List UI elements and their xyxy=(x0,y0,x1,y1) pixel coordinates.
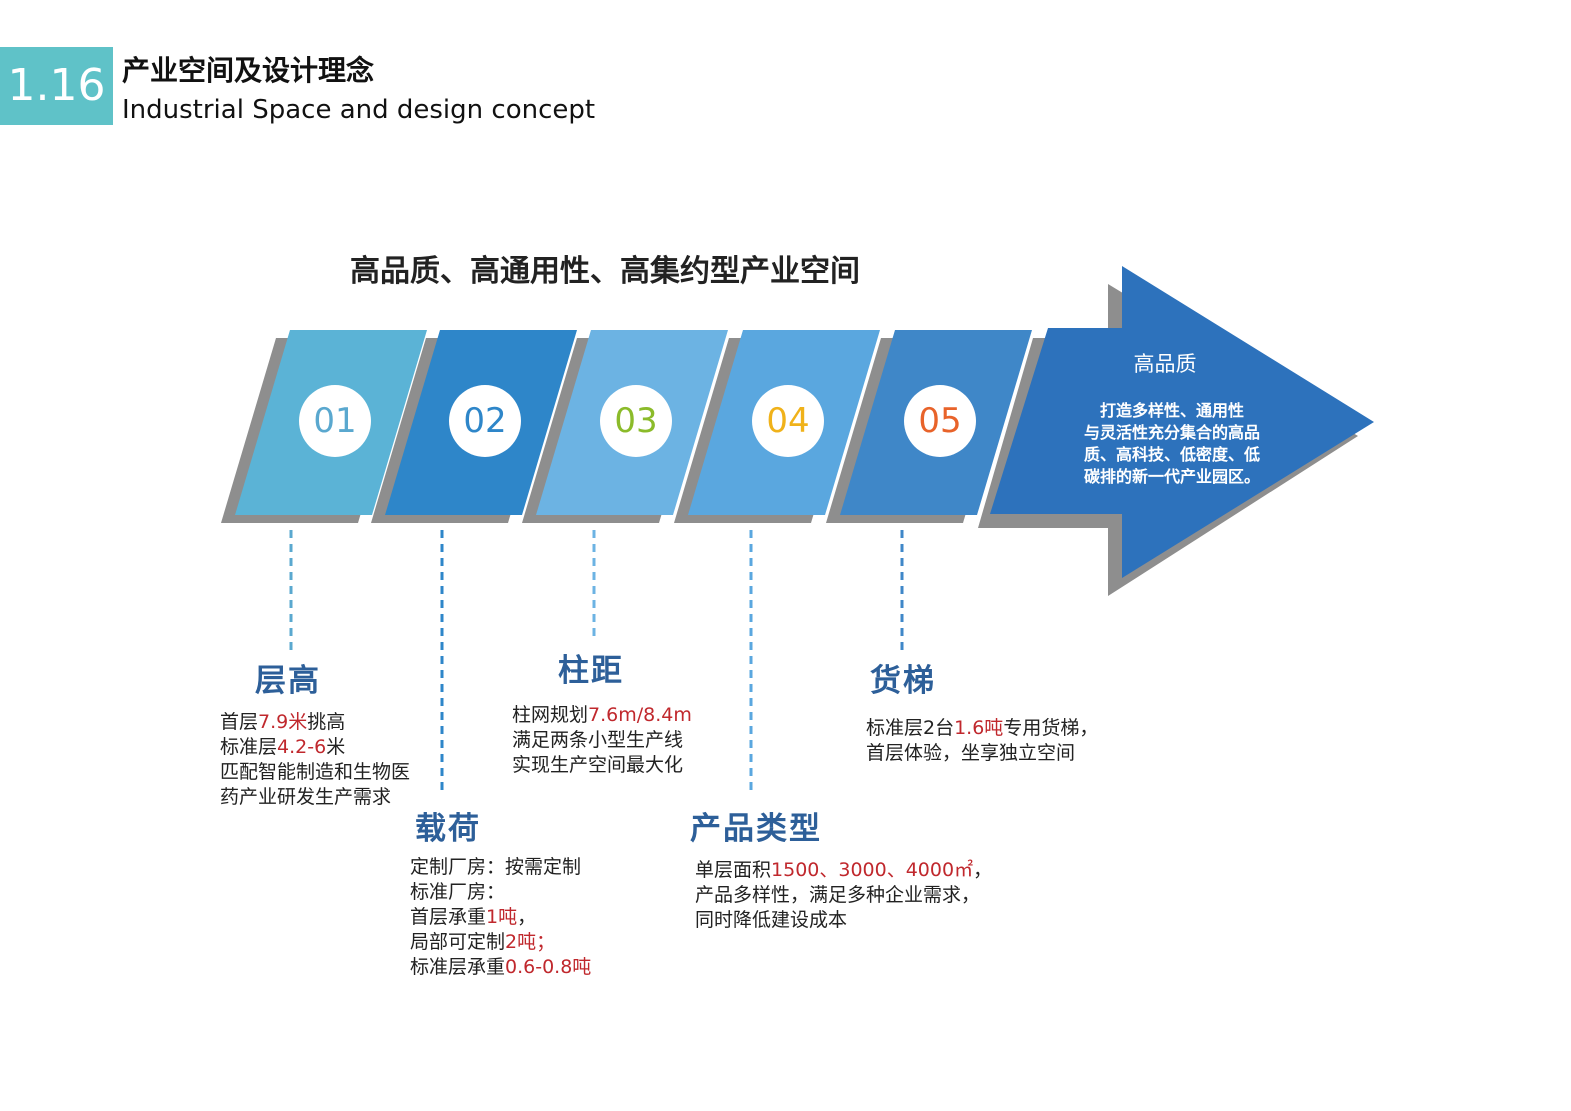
step-circle-04 xyxy=(752,385,824,457)
description-text: 满足两条小型生产线 xyxy=(512,729,684,751)
description-text: 标准层 xyxy=(220,736,278,758)
feature-description: 首层7.9米挑高标准层4.2-6米匹配智能制造和生物医药产业研发生产需求 xyxy=(220,710,410,810)
description-text: ， xyxy=(517,906,537,928)
description-text: 首层承重 xyxy=(410,906,487,928)
feature-description-line: 标准厂房： xyxy=(410,880,591,905)
arrow-description-line: 与灵活性充分集合的高品 xyxy=(1083,423,1260,442)
description-text: 同时降低建设成本 xyxy=(695,909,848,931)
description-text: 标准层承重 xyxy=(410,956,506,978)
description-text: 柱网规划 xyxy=(512,704,589,726)
feature-title: 载荷 xyxy=(415,811,481,847)
feature-description-line: 首层承重1吨， xyxy=(410,905,591,930)
step-circle-01 xyxy=(299,385,371,457)
highlight-value: 1500、3000、4000㎡ xyxy=(771,859,974,881)
feature-description-line: 药产业研发生产需求 xyxy=(220,785,410,810)
description-text: 首层 xyxy=(220,711,259,733)
feature-description-line: 局部可定制2吨； xyxy=(410,930,591,955)
highlight-value: 2吨； xyxy=(505,931,556,953)
feature-title: 柱距 xyxy=(558,653,624,689)
description-text: 米 xyxy=(326,736,346,758)
description-text: 局部可定制 xyxy=(410,931,506,953)
description-text: 药产业研发生产需求 xyxy=(220,786,392,808)
feature-description-line: 标准层2台1.6吨专用货梯， xyxy=(866,716,1098,741)
description-text: 实现生产空间最大化 xyxy=(512,754,684,776)
description-text: 挑高 xyxy=(307,711,346,733)
feature-description-line: 产品多样性，满足多种企业需求， xyxy=(695,883,992,908)
highlight-value: 4.2-6 xyxy=(277,736,327,758)
feature-description-line: 首层7.9米挑高 xyxy=(220,710,410,735)
highlight-value: 1.6吨 xyxy=(954,717,1004,739)
step-number-01: 01 xyxy=(313,401,357,441)
description-text: 单层面积 xyxy=(695,859,772,881)
feature-description-line: 柱网规划7.6m/8.4m xyxy=(512,703,692,728)
feature-description: 单层面积1500、3000、4000㎡，产品多样性，满足多种企业需求，同时降低建… xyxy=(695,858,992,933)
description-text: 定制厂房：按需定制 xyxy=(410,856,582,878)
arrow-description-line: 打造多样性、通用性 xyxy=(1099,401,1244,420)
arrow-description-line: 质、高科技、低密度、低 xyxy=(1083,445,1260,464)
highlight-value: 7.6m/8.4m xyxy=(588,704,692,726)
description-text: 专用货梯， xyxy=(1003,717,1099,739)
feature-description-line: 单层面积1500、3000、4000㎡， xyxy=(695,858,992,883)
step-circle-05 xyxy=(904,385,976,457)
feature-title: 产品类型 xyxy=(690,811,822,847)
step-circle-03 xyxy=(600,385,672,457)
shapes-layer xyxy=(235,266,1374,578)
feature-title: 货梯 xyxy=(870,663,936,699)
description-text: 匹配智能制造和生物医 xyxy=(220,761,411,783)
highlight-value: 1吨 xyxy=(486,906,518,928)
feature-description: 定制厂房：按需定制标准厂房：首层承重1吨，局部可定制2吨；标准层承重0.6-0.… xyxy=(410,855,591,980)
step-number-04: 04 xyxy=(766,401,810,441)
step-number-05: 05 xyxy=(918,401,962,441)
highlight-value: 7.9米 xyxy=(258,711,308,733)
feature-description: 标准层2台1.6吨专用货梯，首层体验，坐享独立空间 xyxy=(866,716,1098,766)
page-title: 产业空间及设计理念 xyxy=(122,54,375,87)
step-number-02: 02 xyxy=(463,401,507,441)
feature-description-line: 标准层4.2-6米 xyxy=(220,735,410,760)
step-circle-02 xyxy=(449,385,521,457)
feature-description-line: 同时降低建设成本 xyxy=(695,908,992,933)
feature-description-line: 首层体验，坐享独立空间 xyxy=(866,741,1098,766)
diagram-title: 高品质、高通用性、高集约型产业空间 xyxy=(350,254,860,289)
feature-description-line: 匹配智能制造和生物医 xyxy=(220,760,410,785)
feature-description-line: 标准层承重0.6-0.8吨 xyxy=(410,955,591,980)
feature-description-line: 实现生产空间最大化 xyxy=(512,753,692,778)
feature-title: 层高 xyxy=(255,663,321,699)
arrow-heading: 高品质 xyxy=(1133,352,1197,376)
description-text: 标准厂房： xyxy=(410,881,506,903)
page-subtitle: Industrial Space and design concept xyxy=(122,95,596,125)
arrow-description-line: 碳排的新一代产业园区。 xyxy=(1083,467,1260,486)
description-text: 首层体验，坐享独立空间 xyxy=(866,742,1076,764)
highlight-value: 0.6-0.8吨 xyxy=(505,956,592,978)
description-text: 标准层2台 xyxy=(866,717,955,739)
section-number-badge: 1.16 xyxy=(0,47,113,125)
big-arrow xyxy=(990,266,1374,578)
step-number-03: 03 xyxy=(614,401,658,441)
feature-description-line: 满足两条小型生产线 xyxy=(512,728,692,753)
leader-lines-layer xyxy=(289,530,904,790)
feature-description-line: 定制厂房：按需定制 xyxy=(410,855,591,880)
arrow-description: 打造多样性、通用性 与灵活性充分集合的高品 质、高科技、低密度、低 碳排的新一代… xyxy=(1058,400,1286,488)
description-text: ， xyxy=(973,859,993,881)
description-text: 产品多样性，满足多种企业需求， xyxy=(695,884,981,906)
